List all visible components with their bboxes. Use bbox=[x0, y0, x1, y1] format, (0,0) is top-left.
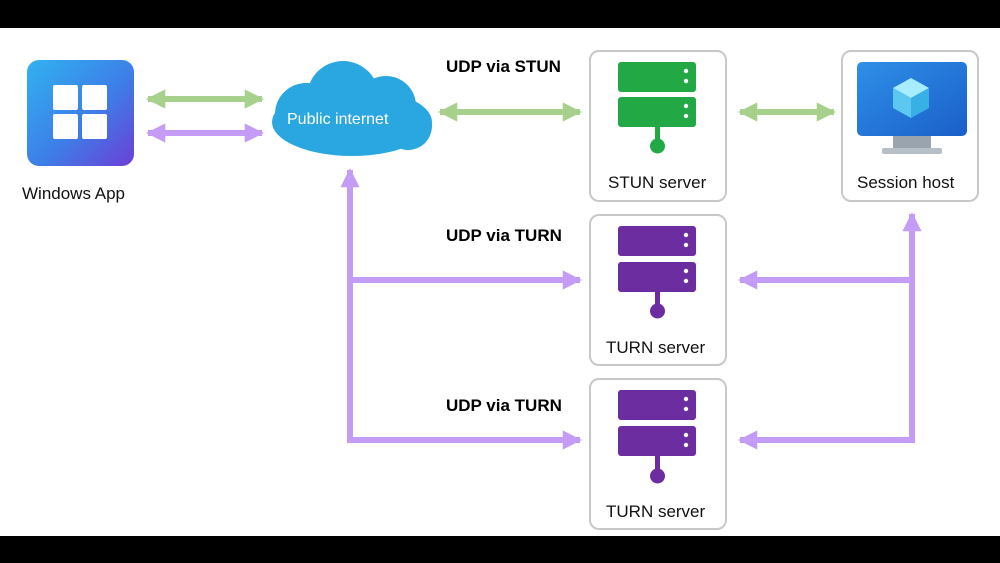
session-host-label: Session host bbox=[857, 173, 955, 192]
public-internet-label: Public internet bbox=[287, 111, 389, 128]
stun-server-label: STUN server bbox=[608, 173, 707, 192]
turn-server-label-2: TURN server bbox=[606, 502, 706, 521]
windows-app-label: Windows App bbox=[22, 184, 125, 203]
udp-via-turn-label-1: UDP via TURN bbox=[446, 226, 562, 245]
turn-server-label-1: TURN server bbox=[606, 338, 706, 357]
udp-via-stun-label: UDP via STUN bbox=[446, 57, 561, 76]
udp-via-turn-label-2: UDP via TURN bbox=[446, 396, 562, 415]
